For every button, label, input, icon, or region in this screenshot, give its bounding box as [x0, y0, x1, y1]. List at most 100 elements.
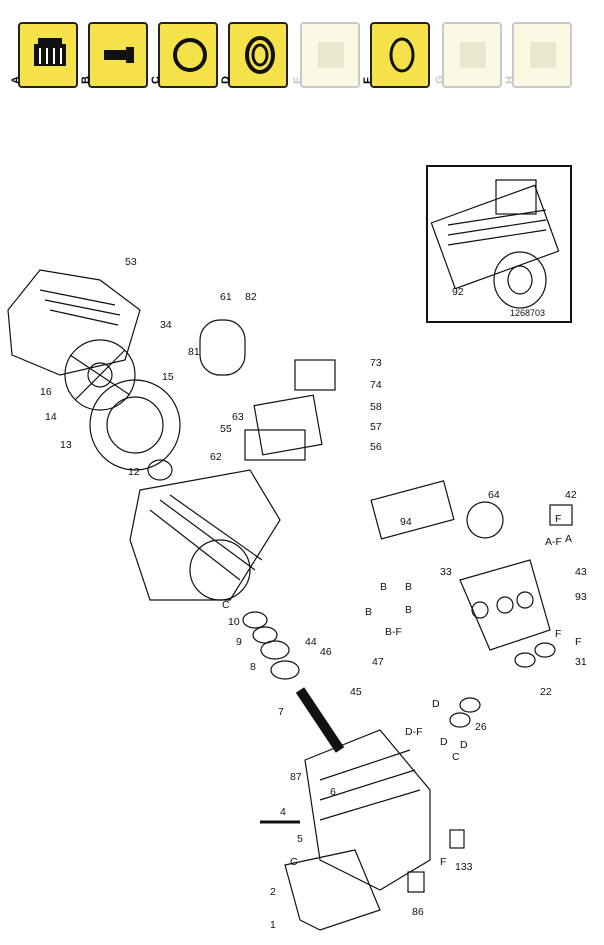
callout: 74: [370, 379, 382, 391]
callout: 62: [210, 451, 222, 463]
callout: 61: [220, 291, 232, 303]
callout: B: [405, 581, 412, 593]
tile-label: F: [362, 77, 374, 84]
tile-label: E: [292, 76, 304, 84]
motor-flange: [89, 379, 181, 471]
exploded-parts-diagram: 92 1268703 53 34 16 15 14 13 12 61 82 81…: [7, 165, 587, 931]
tile-g: G: [434, 22, 502, 88]
callout: 2: [270, 886, 276, 898]
capacitor: [199, 319, 246, 376]
callout: 73: [370, 357, 382, 369]
tile-d[interactable]: D: [220, 22, 288, 88]
tile-a[interactable]: A: [10, 22, 78, 88]
callout: 6: [330, 786, 336, 798]
callout: 1: [270, 919, 276, 931]
callout: A: [565, 533, 572, 545]
callout: 5: [297, 833, 303, 845]
rear-cover-plate: [284, 849, 381, 931]
inset-pump-illustration: [430, 179, 560, 309]
callout: 64: [488, 489, 500, 501]
crankshaft: [295, 687, 345, 753]
cooling-fan: [64, 339, 136, 411]
callout: 53: [125, 256, 137, 268]
callout: 58: [370, 401, 382, 413]
seal-ring-icon: [245, 36, 275, 74]
callout: F: [575, 636, 581, 648]
callout: 33: [440, 566, 452, 578]
spare-kit-tile-row: A B C D E F G: [10, 22, 578, 90]
unloader-valve: [370, 480, 455, 540]
tile-label: A: [10, 76, 22, 84]
callout: 43: [575, 566, 587, 578]
callout: A-F: [545, 536, 562, 548]
callout: 15: [162, 371, 174, 383]
pump-head: [459, 559, 551, 651]
tile-label: C: [150, 76, 162, 84]
tile-h: H: [504, 22, 572, 88]
pump-housing: [304, 729, 431, 891]
packing-icon: [318, 42, 344, 68]
callout: 31: [575, 656, 587, 668]
terminal-box: [244, 394, 323, 461]
callout: 92: [452, 286, 464, 298]
callout: 13: [60, 439, 72, 451]
packing-icon: [460, 42, 486, 68]
callout: C: [452, 751, 460, 763]
tile-label: G: [434, 75, 446, 84]
valve-assembly-icon: [34, 38, 66, 66]
callout: 94: [400, 516, 412, 528]
pressure-gauge: [466, 501, 504, 539]
tile-f[interactable]: F: [362, 22, 430, 88]
bearing: [147, 459, 173, 481]
callout: C: [290, 856, 298, 868]
callout: D: [440, 736, 448, 748]
callout: 9: [236, 636, 242, 648]
oil-plug: [449, 829, 465, 849]
callout: 7: [278, 706, 284, 718]
callout: F: [555, 513, 561, 525]
callout: 14: [45, 411, 57, 423]
motor-housing: [129, 469, 281, 601]
tile-label: B: [80, 76, 92, 84]
callout: 4: [280, 806, 286, 818]
callout: B: [405, 604, 412, 616]
tile-b[interactable]: B: [80, 22, 148, 88]
thin-ring-icon: [389, 37, 415, 73]
callout: 46: [320, 646, 332, 658]
callout: D: [460, 739, 468, 751]
callout: 42: [565, 489, 577, 501]
callout: 47: [372, 656, 384, 668]
plug: [549, 504, 573, 526]
callout: 63: [232, 411, 244, 423]
callout: 82: [245, 291, 257, 303]
callout: 16: [40, 386, 52, 398]
inset-frame: [426, 165, 572, 323]
callout: 133: [455, 861, 473, 873]
callout-labels: 92 1268703 53 34 16 15 14 13 12 61 82 81…: [40, 256, 587, 931]
callout: 22: [540, 686, 552, 698]
drawing-code: 1268703: [510, 308, 545, 318]
callout: F: [440, 856, 446, 868]
callout: 26: [475, 721, 487, 733]
tile-e: E: [292, 22, 360, 88]
pin-icon: [104, 47, 134, 63]
drain-plug: [407, 871, 425, 893]
callout: B: [365, 606, 372, 618]
packing-icon: [530, 42, 556, 68]
callout: F: [555, 628, 561, 640]
callout: 81: [188, 346, 200, 358]
callout: 86: [412, 906, 424, 918]
tile-label: D: [220, 76, 232, 84]
tile-c[interactable]: C: [150, 22, 218, 88]
o-ring-icon: [173, 38, 207, 72]
callout: 55: [220, 423, 232, 435]
callout: C: [222, 599, 230, 611]
callout: 10: [228, 616, 240, 628]
tile-label: H: [504, 76, 516, 84]
callout: B: [380, 581, 387, 593]
callout: 87: [290, 771, 302, 783]
callout: 34: [160, 319, 172, 331]
callout: B-F: [385, 626, 402, 638]
callout: D: [432, 698, 440, 710]
callout: 93: [575, 591, 587, 603]
